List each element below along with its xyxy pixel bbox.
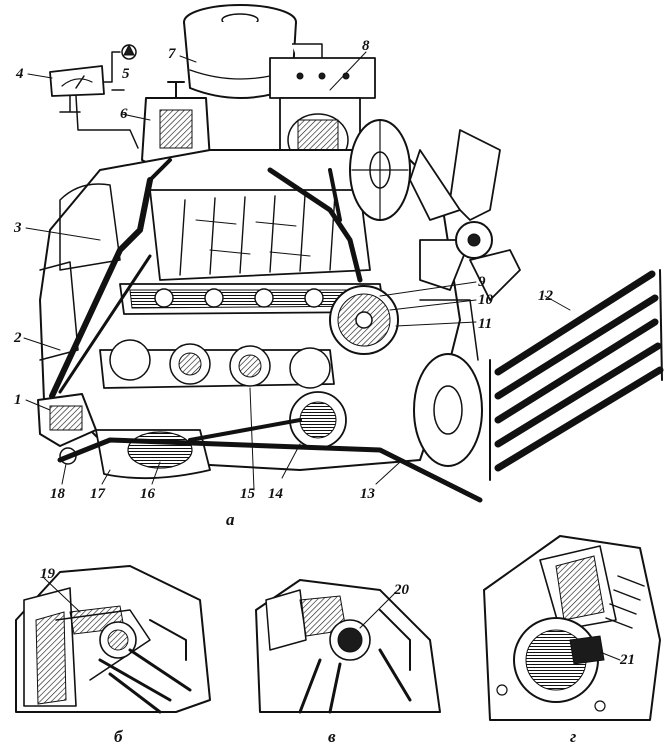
callout-1: 1: [14, 392, 22, 408]
callout-15: 15: [240, 486, 256, 502]
callout-3: 3: [13, 220, 22, 236]
callout-19: 19: [40, 566, 56, 582]
callout-16: 16: [140, 486, 156, 502]
callout-20: 20: [393, 582, 410, 598]
water-pump-pulley: [413, 299, 483, 467]
callout-2: 2: [13, 330, 22, 346]
caption-v: в: [328, 727, 336, 746]
callout-17: 17: [90, 486, 106, 502]
camshaft: [119, 283, 385, 315]
oil-sump: [95, 429, 211, 480]
callout-5: 5: [122, 66, 130, 82]
detail-view-g: 21 г: [483, 535, 661, 746]
callout-11: 11: [478, 316, 492, 332]
detail-view-b: 19 б: [15, 565, 211, 746]
caption-a: а: [226, 510, 235, 529]
callout-4: 4: [15, 66, 24, 82]
callout-7: 7: [168, 46, 176, 62]
oil-pressure-gauge: [49, 51, 139, 149]
generator-pulley: [349, 119, 411, 221]
crankshaft: [99, 339, 335, 389]
callout-8: 8: [362, 38, 370, 54]
engine-main-view: 1 2 3 4 5 6 7 8 9 10 11 12 13 14 15 16 1…: [13, 4, 664, 529]
callout-14: 14: [268, 486, 284, 502]
timing-gear: [329, 285, 399, 355]
carburettor: [269, 57, 376, 169]
air-cleaner: [183, 4, 323, 99]
callout-21: 21: [619, 652, 635, 668]
callout-13: 13: [360, 486, 376, 502]
callout-18: 18: [50, 486, 66, 502]
callout-6: 6: [120, 106, 128, 122]
callout-10: 10: [478, 292, 494, 308]
oil-warning-lamp: [111, 43, 137, 91]
callout-12: 12: [538, 288, 554, 304]
oil-cooler: [489, 269, 664, 481]
callout-9: 9: [478, 274, 486, 290]
detail-view-v: 20 в: [255, 579, 441, 746]
caption-b: б: [114, 727, 124, 746]
cooling-fan: [409, 129, 521, 301]
crank-pulley: [289, 391, 347, 449]
caption-g: г: [570, 727, 576, 746]
leader-lines-main: [23, 51, 571, 491]
oil-lines: [49, 158, 483, 503]
